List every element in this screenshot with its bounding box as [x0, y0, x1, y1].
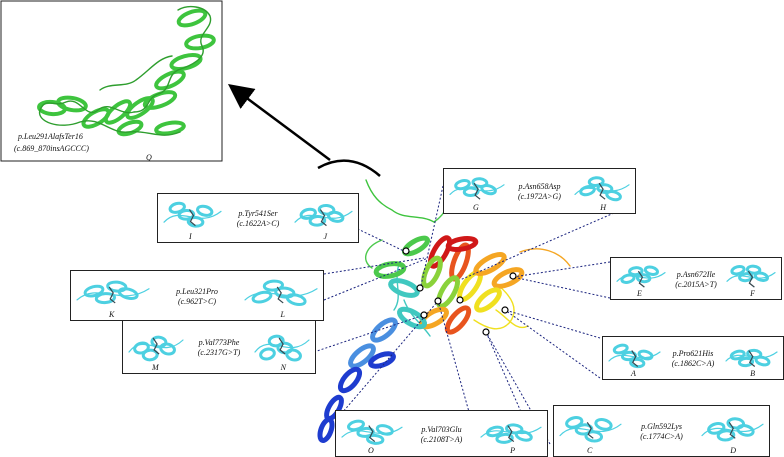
structure-thumbnail-left	[162, 197, 223, 238]
mutation-box-tyr541ser: p.Tyr541Ser(c.1622A>C) I J	[157, 193, 359, 243]
protein-change: p.Tyr541Ser	[238, 209, 278, 218]
protein-change: p.Val703Glu	[421, 425, 462, 434]
structure-thumbnail-left	[607, 340, 662, 375]
panel-letter-left: O	[368, 446, 374, 455]
protein-change: p.Asn658Asp	[518, 182, 561, 191]
structure-thumbnail-right	[573, 172, 631, 209]
panel-letter-left: E	[637, 289, 642, 298]
panel-letter-left: I	[189, 232, 192, 241]
mutation-site-markers	[402, 247, 517, 336]
mutation-label: p.Val703Glu(c.2108T>A)	[336, 425, 547, 445]
panel-letter-left: G	[473, 203, 479, 212]
panel-letter-right: J	[323, 232, 327, 241]
nucleotide-change: (c.1774C>A)	[640, 432, 683, 441]
structure-thumbnail-right	[724, 340, 779, 375]
panel-letter-right: P	[510, 446, 515, 455]
inset-panel-q: p.Leu291AlafsTer16 (c.869_870insAGCCC) Q	[0, 0, 223, 162]
panel-letter-right: H	[600, 203, 606, 212]
panel-letter-right: N	[280, 363, 286, 372]
panel-letter-right: B	[750, 369, 755, 378]
panel-letter-right: L	[280, 310, 285, 319]
nucleotide-change: (c.2317G>T)	[197, 348, 241, 357]
inset-nucleotide-label: (c.869_870insAGCCC)	[14, 144, 89, 153]
inset-mutation-label: p.Leu291AlafsTer16	[17, 132, 83, 141]
inset-protein-structure	[37, 5, 216, 137]
panel-letter-left: C	[587, 446, 593, 455]
nucleotide-change: (c.2015A>T)	[675, 280, 717, 289]
nucleotide-change: (c.962T>C)	[177, 297, 217, 306]
panel-letter-left: M	[152, 363, 159, 372]
structure-thumbnail-left	[75, 274, 151, 316]
structure-thumbnail-left	[127, 324, 185, 369]
nucleotide-change: (c.1862C>A)	[671, 359, 715, 368]
panel-letter-right: F	[750, 289, 755, 298]
panel-letter-left: A	[631, 369, 636, 378]
protein-change: p.Leu321Pro	[176, 287, 218, 296]
structure-thumbnail-right	[700, 409, 765, 452]
mutation-label: p.Pro621His(c.1862C>A)	[603, 349, 783, 369]
mutation-box-val773phe: p.Val773Phe(c.2317G>T) M N	[122, 320, 316, 374]
structure-thumbnail-left	[340, 414, 404, 452]
protein-change: p.Pro621His	[672, 349, 714, 358]
structure-thumbnail-right	[725, 261, 777, 295]
protein-change: p.Val773Phe	[198, 338, 240, 347]
nucleotide-change: (c.2108T>A)	[420, 435, 463, 444]
inset-panel-letter: Q	[146, 153, 152, 162]
structure-thumbnail-left	[558, 409, 623, 452]
mutation-label: p.Gln592Lys(c.1774C>A)	[554, 422, 769, 442]
mutation-label: p.Asn672Ile(c.2015A>T)	[611, 270, 781, 290]
structure-thumbnail-right	[253, 324, 311, 369]
structure-thumbnail-right	[243, 274, 319, 316]
zoom-arrow	[227, 84, 381, 177]
mutation-label: p.Leu321Pro(c.962T>C)	[71, 287, 323, 307]
mutation-box-leu321pro: p.Leu321Pro(c.962T>C) K L	[70, 270, 324, 321]
mutation-box-gln592lys: p.Gln592Lys(c.1774C>A) C D	[553, 405, 770, 457]
connector-lines	[313, 185, 615, 445]
nucleotide-change: (c.1622A>C)	[236, 219, 280, 228]
structure-thumbnail-right	[479, 414, 543, 452]
structure-thumbnail-left	[448, 172, 506, 209]
panel-letter-right: D	[730, 446, 736, 455]
protein-change: p.Asn672Ile	[676, 270, 716, 279]
mutation-label: p.Asn658Asp(c.1972A>G)	[444, 182, 635, 202]
nucleotide-change: (c.1972A>G)	[518, 192, 561, 201]
structure-thumbnail-left	[615, 261, 667, 295]
panel-letter-left: K	[109, 310, 115, 319]
mutation-label: p.Tyr541Ser(c.1622A>C)	[158, 209, 358, 229]
structure-thumbnail-right	[293, 197, 354, 238]
mutation-label: p.Val773Phe(c.2317G>T)	[123, 338, 315, 358]
protein-change: p.Gln592Lys	[641, 422, 682, 431]
